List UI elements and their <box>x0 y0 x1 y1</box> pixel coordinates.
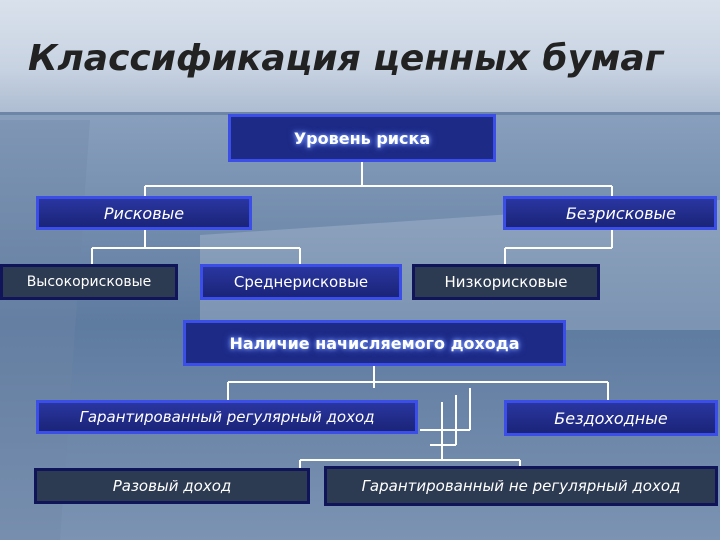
box-guaranteed-regular-label: Гарантированный регулярный доход <box>79 408 375 426</box>
box-risk-level-label: Уровень риска <box>293 128 431 148</box>
box-income: Наличие начисляемого дохода <box>183 320 566 366</box>
box-risk-level: Уровень риска <box>228 114 496 162</box>
box-low-risk-label: Низкорисковые <box>444 273 568 291</box>
box-one-time-label: Разовый доход <box>112 477 232 495</box>
box-guaranteed-irregular: Гарантированный не регулярный доход <box>324 466 718 506</box>
box-low-risk: Низкорисковые <box>412 264 600 300</box>
slide-title: Классификация ценных бумаг <box>28 38 664 79</box>
box-one-time: Разовый доход <box>34 468 310 504</box>
box-high-risk: Высокорисковые <box>0 264 178 300</box>
box-guaranteed-regular: Гарантированный регулярный доход <box>36 400 418 434</box>
box-riskless-label: Безрисковые <box>565 203 676 223</box>
box-no-income: Бездоходные <box>504 400 718 436</box>
box-riskless: Безрисковые <box>503 196 717 230</box>
box-risky: Рисковые <box>36 196 252 230</box>
title-bar: Классификация ценных бумаг <box>0 0 720 115</box>
box-no-income-label: Бездоходные <box>554 408 668 428</box>
box-guaranteed-irregular-label: Гарантированный не регулярный доход <box>361 477 681 495</box>
box-high-risk-label: Высокорисковые <box>26 274 152 290</box>
box-medium-risk: Среднерисковые <box>200 264 402 300</box>
box-medium-risk-label: Среднерисковые <box>233 273 369 291</box>
box-risky-label: Рисковые <box>103 203 185 223</box>
box-income-label: Наличие начисляемого дохода <box>229 333 520 353</box>
